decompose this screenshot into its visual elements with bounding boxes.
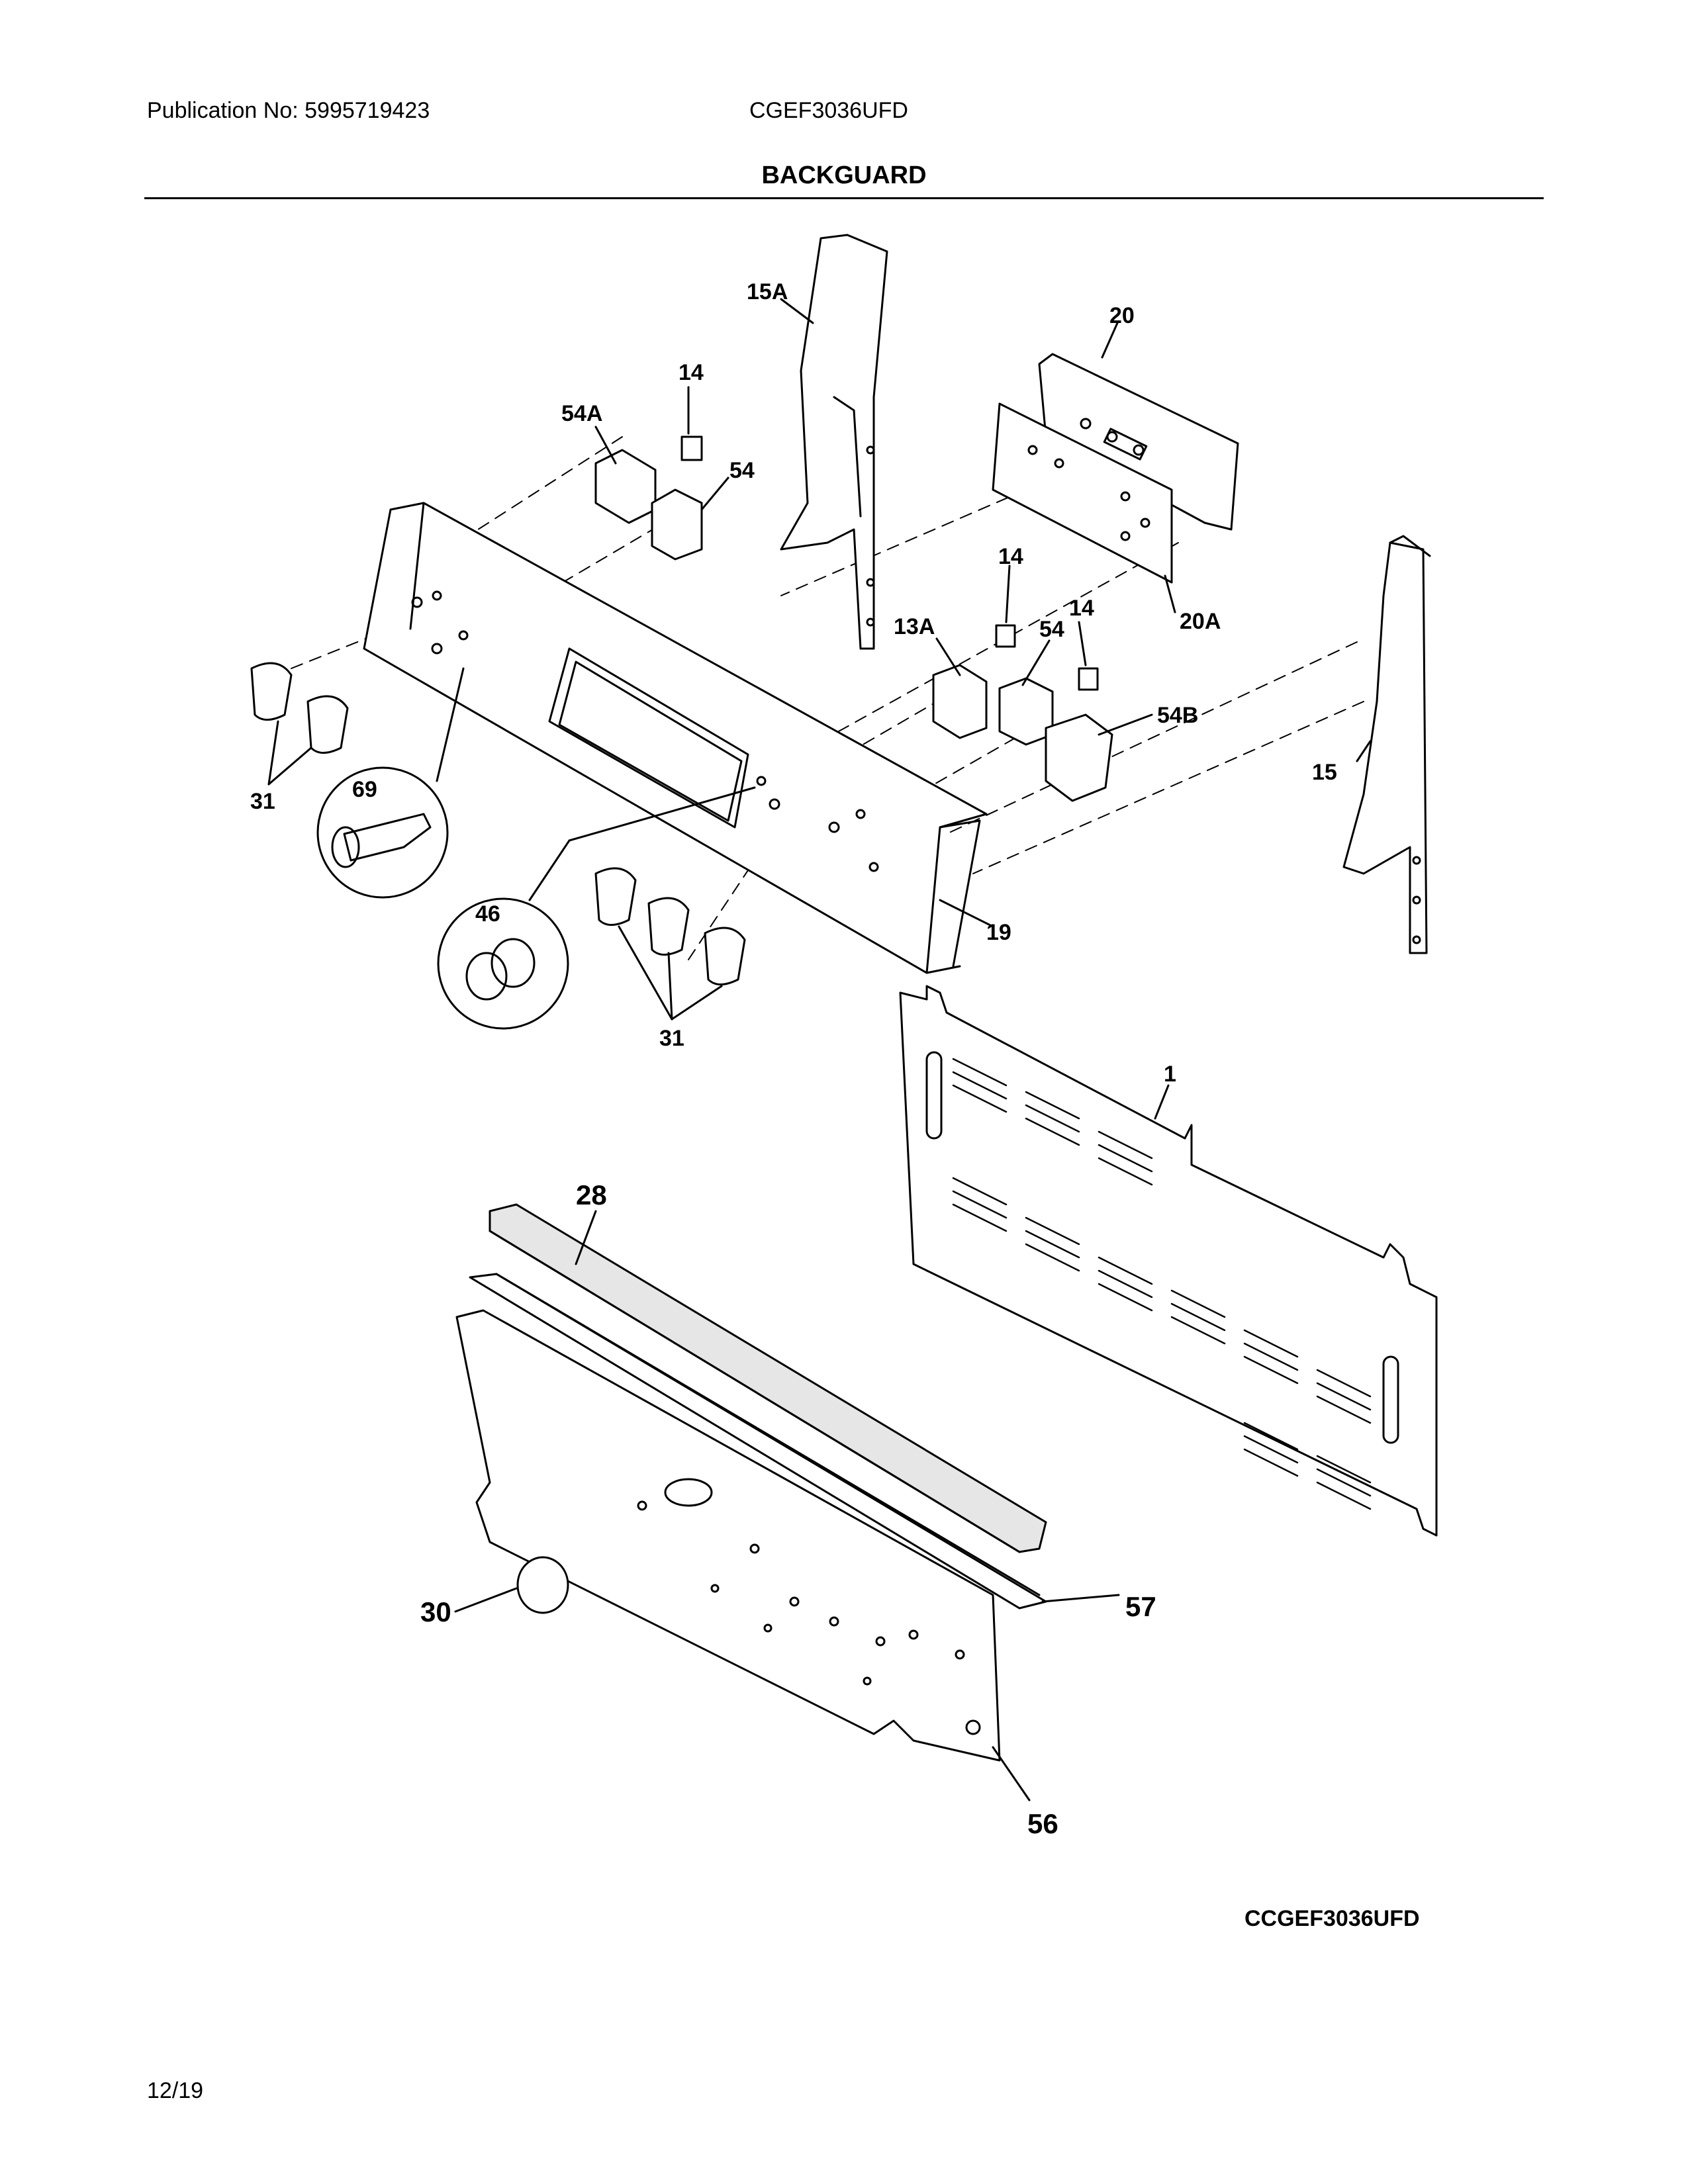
callout-14-right: 14 (1069, 596, 1094, 621)
revision-date: 12/19 (147, 2078, 204, 2103)
callout-57: 57 (1125, 1591, 1156, 1622)
callout-labels-large: 28 30 57 56 (420, 1179, 1156, 1839)
callout-13A: 13A (894, 614, 935, 639)
callout-labels: 15A 20 14 54A 54 14 14 13A 54 20A 54B 15… (250, 279, 1337, 1087)
header-rule (144, 197, 1544, 199)
mounting-panel-56 (455, 1309, 1001, 1762)
callout-15A: 15A (747, 279, 788, 304)
callout-15: 15 (1312, 760, 1337, 785)
console-panel-19 (363, 502, 988, 974)
callout-20: 20 (1109, 303, 1135, 328)
callout-54-lower: 54 (1039, 617, 1064, 642)
callout-56: 56 (1027, 1808, 1058, 1839)
relay-14-middle (995, 624, 1016, 648)
callout-54A: 54A (561, 401, 602, 426)
callout-54-upper: 54 (729, 458, 755, 483)
screw-detail-69 (316, 667, 465, 899)
callout-54B: 54B (1157, 703, 1198, 728)
switch-54-upper (651, 488, 703, 561)
trim-strip-28 (489, 1203, 1047, 1553)
relay-14-upper (680, 435, 703, 461)
relay-14-right (1078, 667, 1099, 691)
plug-30 (516, 1556, 569, 1614)
switch-54-lower (998, 677, 1054, 746)
button-detail-46 (437, 786, 756, 1030)
publication-number: Publication No: 5995719423 (147, 98, 430, 123)
callout-30: 30 (420, 1596, 451, 1627)
rear-panel-1 (899, 985, 1438, 1537)
end-bracket-15A (780, 234, 888, 650)
section-title: BACKGUARD (761, 161, 927, 189)
diagram-code: CCGEF3036UFD (1244, 1906, 1420, 1931)
switch-54B (1045, 713, 1113, 802)
model-number: CGEF3036UFD (749, 98, 908, 123)
callout-20A: 20A (1180, 609, 1221, 634)
end-bracket-15 (1342, 535, 1431, 954)
leader-lines (267, 298, 1372, 1801)
knobs-31-left (250, 662, 349, 754)
callout-31-left: 31 (250, 789, 275, 814)
callout-19: 19 (986, 920, 1011, 945)
switch-13A (932, 664, 988, 739)
callout-31-right: 31 (659, 1026, 684, 1051)
callout-28: 28 (576, 1179, 607, 1210)
callout-1: 1 (1164, 1062, 1176, 1087)
control-board-20 (992, 353, 1239, 584)
infinite-switch-54A (594, 449, 657, 524)
callout-69: 69 (352, 777, 377, 802)
knobs-31-right (594, 867, 746, 985)
callout-14-upper: 14 (679, 360, 704, 385)
callout-14-middle: 14 (998, 544, 1023, 569)
callout-46: 46 (475, 901, 500, 927)
